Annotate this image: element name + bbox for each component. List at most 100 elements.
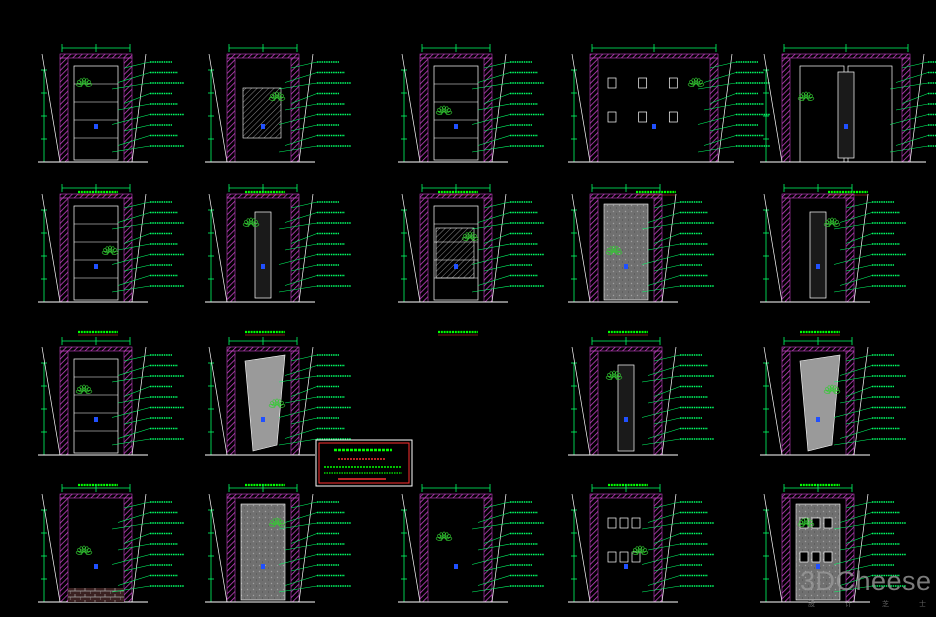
- side-wall-left: [226, 350, 236, 456]
- column: [254, 211, 272, 299]
- side-wall-right: [290, 350, 300, 456]
- side-wall-right: [483, 197, 493, 303]
- ceiling-slab: [589, 493, 663, 499]
- title-frame: [315, 439, 413, 487]
- perspective-line: [763, 53, 783, 163]
- cabinet-frame: [73, 358, 119, 454]
- side-wall-left: [226, 497, 236, 603]
- annotation-leader: [278, 407, 318, 418]
- plant-leaf: [641, 550, 649, 555]
- annotation-leader: [123, 61, 151, 69]
- annotation-leader: [839, 575, 873, 586]
- annotation-leader: [641, 222, 681, 230]
- side-wall-right: [123, 497, 133, 603]
- plant-leaf: [797, 522, 805, 527]
- annotation-leader: [278, 522, 318, 530]
- annotation-leader: [477, 512, 511, 523]
- perspective-line: [763, 493, 783, 603]
- plant-leaf: [439, 106, 445, 113]
- annotation-leader: [117, 512, 151, 523]
- elevation-grid: [38, 44, 936, 603]
- annotation-leader: [839, 396, 873, 404]
- plant-leaf: [833, 222, 841, 227]
- decor-frame: [823, 551, 833, 563]
- plant-leaf: [825, 220, 831, 226]
- plant-leaf: [442, 531, 446, 539]
- plant-leaf: [79, 546, 85, 553]
- annotation-leader: [290, 264, 318, 272]
- annotation-leader: [123, 93, 151, 104]
- annotation-leader: [895, 103, 929, 111]
- elevation-plant-door: [760, 184, 906, 336]
- plant-leaf: [465, 232, 471, 239]
- annotation-leader: [839, 275, 873, 286]
- annotation-leader: [477, 103, 511, 111]
- perspective-line: [853, 193, 869, 303]
- annotation-leader: [284, 543, 318, 551]
- watermark-subtitle: 設 计 芝 士: [808, 599, 926, 609]
- annotation-leader: [641, 585, 681, 593]
- decor-frame: [619, 517, 629, 529]
- plant-leaf: [108, 245, 112, 253]
- elevation-patterned-panel: [205, 484, 351, 603]
- annotation-leader: [833, 254, 873, 265]
- perspective-line: [401, 53, 421, 163]
- ceiling-slab: [226, 493, 300, 499]
- plant-leaf: [272, 518, 278, 525]
- vase: [261, 564, 265, 569]
- annotation-leader: [647, 543, 681, 551]
- annotation-leader: [117, 275, 151, 286]
- plant-leaf: [278, 96, 286, 101]
- annotation-leader: [284, 212, 318, 223]
- plant-leaf: [799, 520, 805, 526]
- annotation-leader: [290, 201, 318, 209]
- annotation-leader: [845, 386, 873, 397]
- perspective-line: [491, 193, 507, 303]
- ceiling-slab: [226, 53, 300, 59]
- annotation-leader: [111, 222, 151, 230]
- annotation-leader: [284, 428, 318, 439]
- plant-leaf: [83, 546, 89, 553]
- plant-leaf: [439, 532, 445, 539]
- vase: [844, 124, 848, 129]
- annotation-leader: [123, 564, 151, 572]
- annotation-leader: [833, 375, 873, 383]
- ceiling-slab: [781, 193, 855, 199]
- side-wall-left: [781, 57, 791, 163]
- annotation-leader: [471, 585, 511, 593]
- annotation-leader: [833, 285, 873, 293]
- vase: [624, 417, 628, 422]
- annotation-leader: [278, 285, 318, 293]
- annotation-leader: [703, 135, 737, 146]
- vase: [454, 124, 458, 129]
- annotation-leader: [284, 396, 318, 404]
- side-wall-right: [709, 57, 719, 163]
- plant-leaf: [268, 522, 276, 527]
- side-wall-right: [123, 350, 133, 456]
- annotation-leader: [483, 233, 511, 244]
- annotation-leader: [653, 501, 681, 509]
- annotation-leader: [471, 522, 511, 530]
- plant-leaf: [691, 78, 697, 85]
- annotation-leader: [278, 554, 318, 565]
- perspective-line: [491, 493, 507, 603]
- annotation-leader: [123, 233, 151, 244]
- plant-leaf: [79, 385, 85, 392]
- annotation-leader: [471, 114, 511, 125]
- plant-leaf: [468, 231, 472, 239]
- side-wall-left: [589, 197, 599, 303]
- annotation-leader: [703, 72, 737, 83]
- elevation-angled-panel: [760, 337, 906, 489]
- annotation-leader: [647, 512, 681, 523]
- plant-leaf: [612, 370, 616, 378]
- annotation-leader: [845, 354, 873, 362]
- annotation-leader: [647, 575, 681, 586]
- annotation-leader: [845, 501, 873, 509]
- plant-leaf: [797, 96, 805, 101]
- plant-leaf: [633, 548, 639, 554]
- annotation-leader: [278, 438, 318, 446]
- annotation-leader: [123, 124, 151, 132]
- plant-leaf: [823, 389, 831, 394]
- annotation-leader: [477, 72, 511, 83]
